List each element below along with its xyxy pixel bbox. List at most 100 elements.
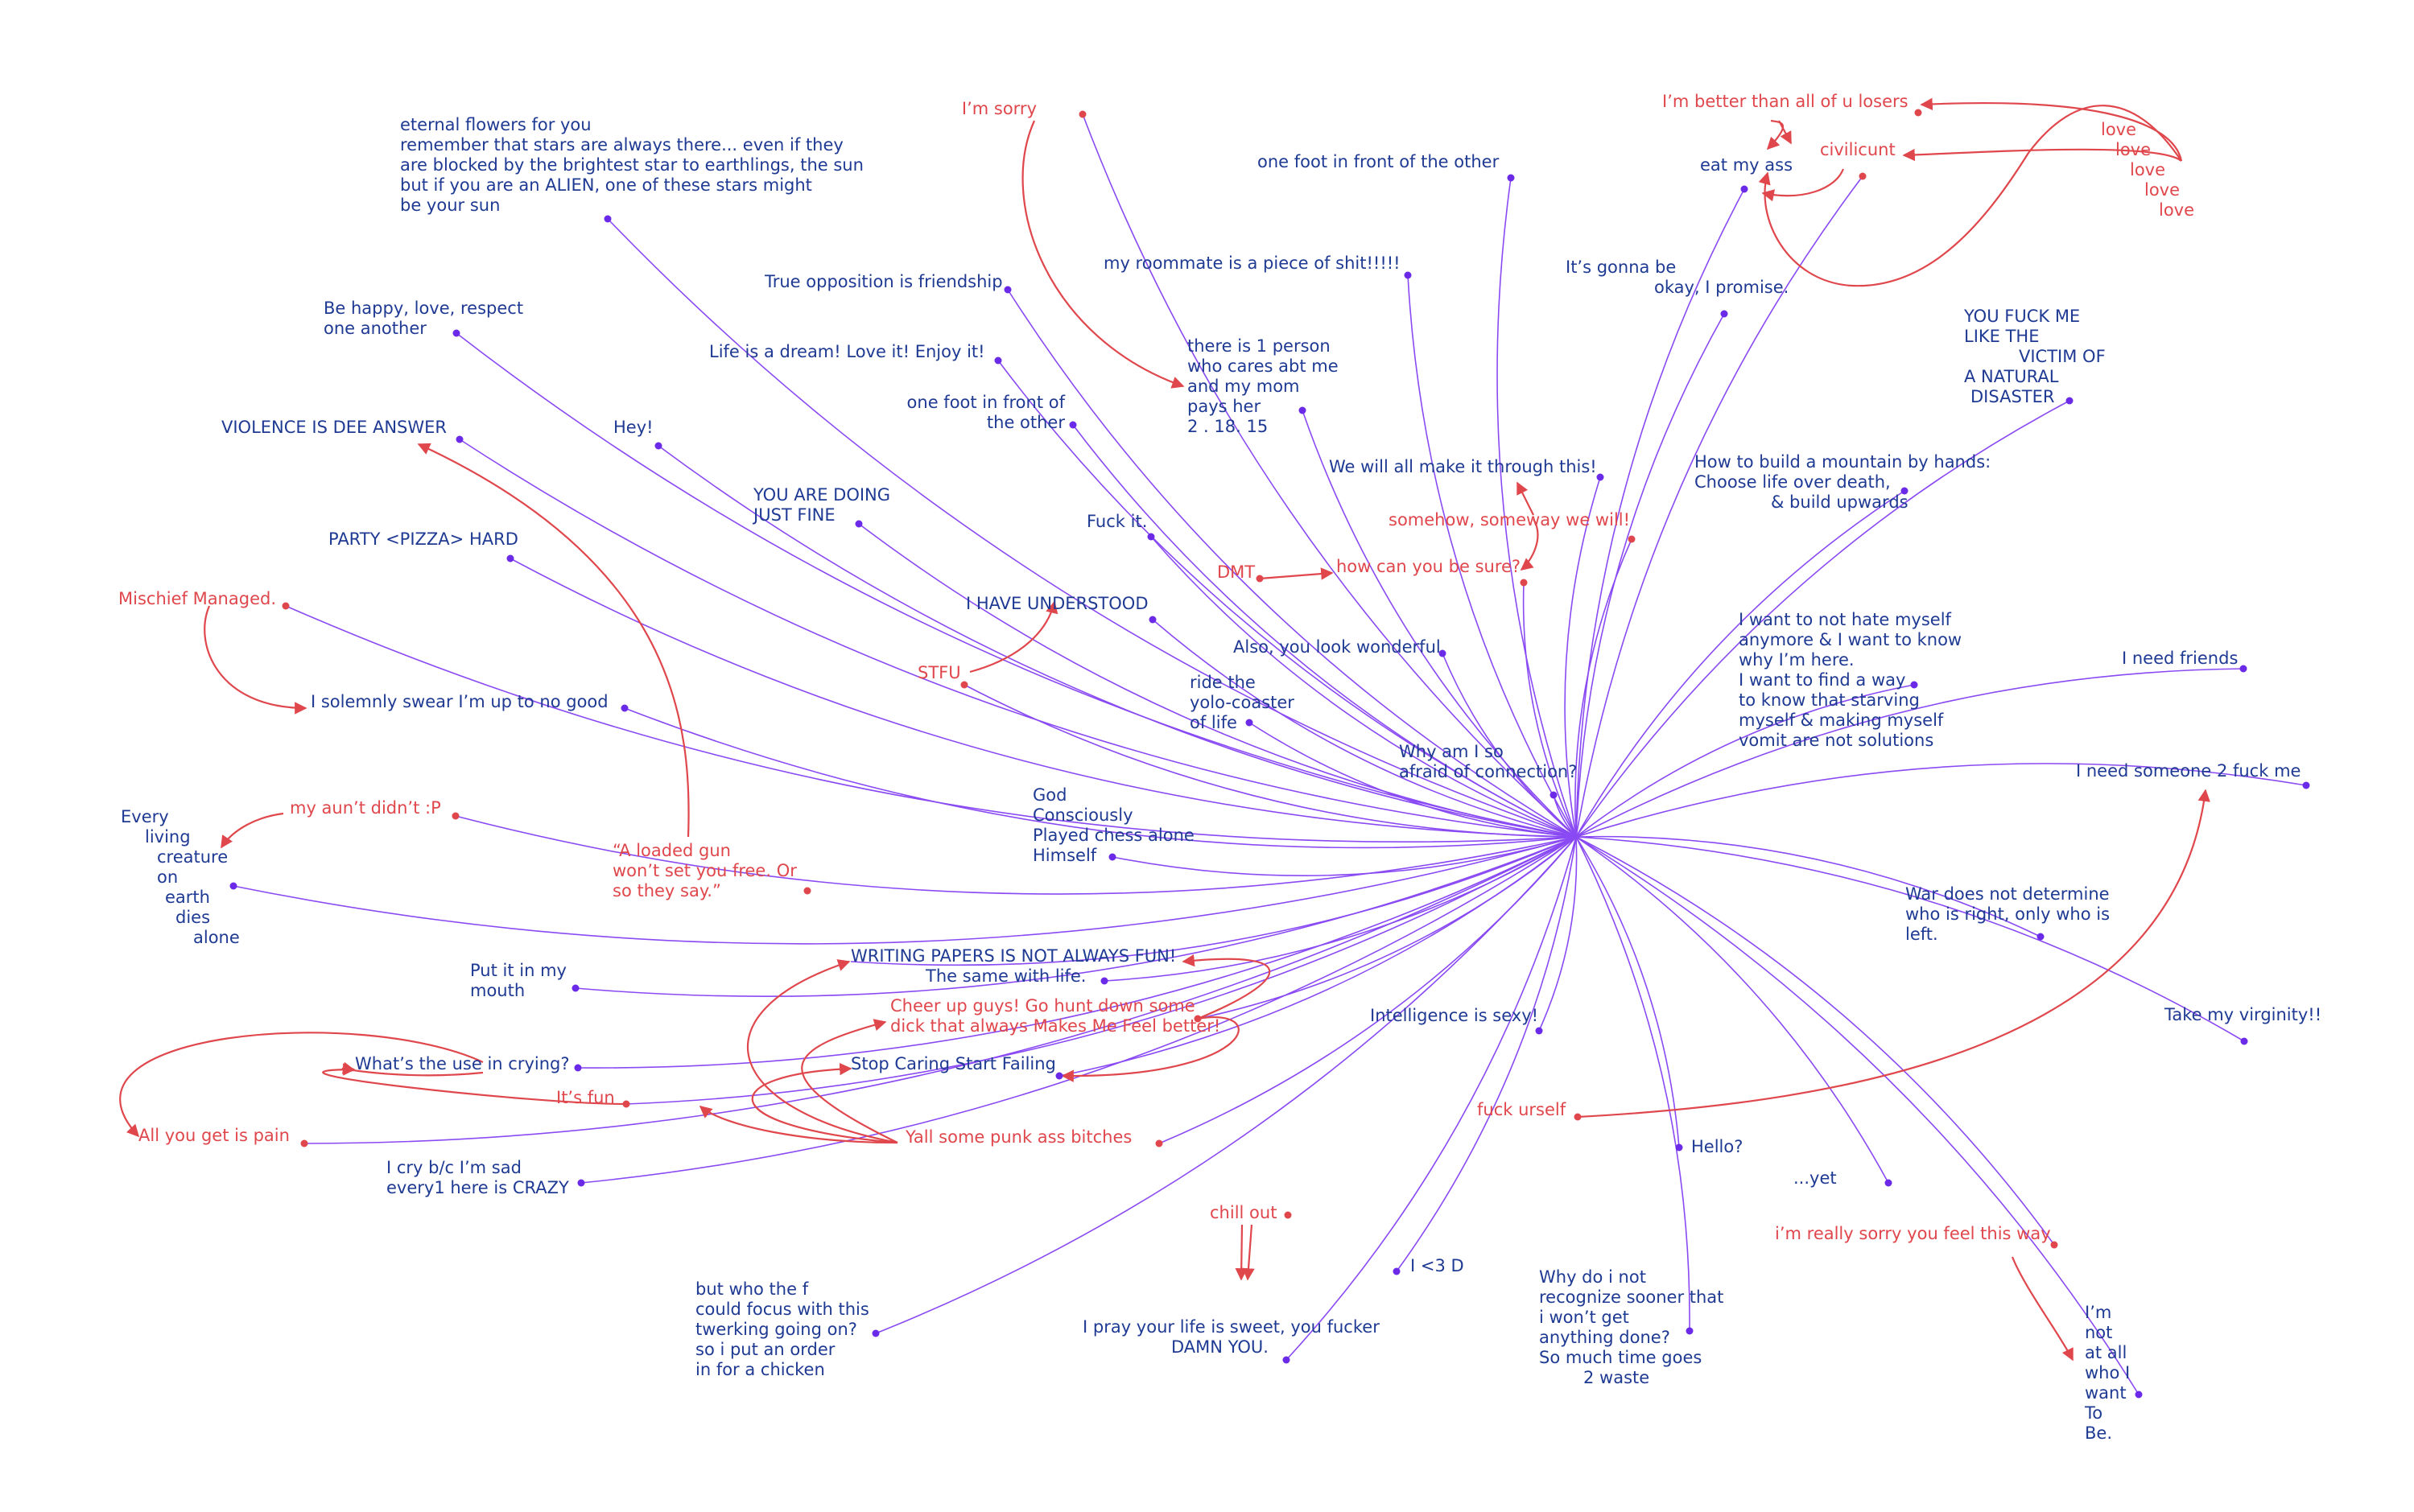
node-line: be your sun <box>400 196 500 215</box>
node-line: the other <box>987 413 1065 432</box>
node-dot-mischief <box>282 602 290 610</box>
node-label-makeit: We will all make it through this! <box>1329 457 1597 476</box>
node-dot-behappy <box>452 329 460 337</box>
node-dot-punkass <box>1155 1139 1163 1147</box>
node-line: mouth <box>470 981 525 1000</box>
edge-twerking <box>875 836 1577 1334</box>
node-label-violence: VIOLENCE IS DEE ANSWER <box>221 418 447 437</box>
node-dot-samewith <box>1100 977 1108 985</box>
node-line: What’s the use in crying? <box>355 1054 570 1073</box>
node-dot-war <box>2036 933 2045 941</box>
node-label-party: PARTY <PIZZA> HARD <box>328 529 518 549</box>
node-dot-hey <box>654 442 662 450</box>
node-label-eatmyass: eat my ass <box>1700 155 1793 175</box>
node-label-itsfun: It’s fun <box>556 1088 615 1107</box>
node-label-reallysorry: i’m really sorry you feel this way <box>1775 1224 2051 1243</box>
node-label-roommate: my roommate is a piece of shit!!!!! <box>1104 253 1401 273</box>
edge-itsfun <box>625 836 1577 1105</box>
edge-behappy <box>456 332 1577 838</box>
node-dot-eternal <box>604 215 612 223</box>
edge-aunt <box>455 815 1577 895</box>
node-dot-lifedream <box>994 356 1002 365</box>
edge-i3d <box>1396 836 1577 1272</box>
red-arrow-19 <box>747 959 898 1144</box>
node-line: I pray your life is sweet, you fucker <box>1083 1317 1380 1337</box>
node-line: Played chess alone <box>1033 826 1195 845</box>
node-line: afraid of connection? <box>1399 762 1577 781</box>
edge-mountain <box>1575 490 1905 838</box>
node-dot-roommate <box>1404 271 1412 279</box>
node-line: anymore & I want to know <box>1739 630 1962 649</box>
node-label-sorry: I’m sorry <box>962 99 1037 118</box>
edge-crying <box>577 836 1577 1069</box>
node-line: Fuck it. <box>1087 512 1147 531</box>
node-line: okay, I promise. <box>1654 278 1789 297</box>
node-line: want <box>2085 1383 2127 1403</box>
node-dot-whodoi <box>1686 1327 1694 1335</box>
edge-creature <box>233 836 1577 945</box>
node-dot-fuckurself <box>1574 1113 1582 1121</box>
node-dot-onefoot2 <box>1069 421 1077 429</box>
node-label-mischief: Mischief Managed. <box>118 589 276 608</box>
node-dot-prayyourlife <box>1282 1356 1290 1364</box>
node-line: who is right, only who is <box>1905 904 2110 924</box>
red-arrow-8 <box>1577 789 2210 1119</box>
edges-layer <box>119 97 2307 1395</box>
node-dot-crysad <box>577 1179 585 1187</box>
edge-besure <box>1522 582 1577 838</box>
node-label-fuckit: Fuck it. <box>1087 512 1147 531</box>
edge-stfu <box>964 684 1577 838</box>
node-dot-youfuckme <box>2065 397 2074 405</box>
node-dot-oneperson <box>1298 406 1306 414</box>
node-line: Hey! <box>613 418 654 437</box>
node-dot-pain <box>300 1139 308 1147</box>
edge-whodoi <box>1575 836 1690 1332</box>
node-label-needsomeone: I need someone 2 fuck me <box>2076 761 2301 781</box>
edge-opposition <box>1007 289 1577 838</box>
node-line: how can you be sure? <box>1336 557 1521 576</box>
node-line: Yall some punk ass bitches <box>905 1127 1132 1147</box>
node-line: love <box>2159 200 2194 220</box>
node-line: recognize sooner that <box>1539 1287 1723 1307</box>
red-arrow-13 <box>1902 148 2182 162</box>
node-label-hey: Hey! <box>613 418 654 437</box>
edge-understood <box>1152 619 1577 838</box>
node-dot-someway <box>1628 535 1636 543</box>
node-line: PARTY <PIZZA> HARD <box>328 529 518 549</box>
edge-roommate <box>1407 274 1577 838</box>
node-label-lifedream: Life is a dream! Love it! Enjoy it! <box>709 342 985 361</box>
node-line: love <box>2115 140 2151 159</box>
node-line: Every <box>121 807 169 826</box>
node-label-dmt: DMT <box>1217 562 1255 582</box>
edge-gonnabe <box>1575 313 1725 838</box>
node-line: yolo-coaster <box>1190 693 1294 712</box>
node-line: love <box>2144 180 2180 200</box>
node-line: I <3 D <box>1410 1256 1464 1275</box>
node-line: left. <box>1905 925 1938 944</box>
red-arrow-5 <box>204 605 307 715</box>
node-dot-gonnabe <box>1720 310 1728 318</box>
node-line: True opposition is friendship <box>764 272 1003 291</box>
node-line: So much time goes <box>1539 1348 1702 1367</box>
edge-stopcaring <box>1058 836 1577 1077</box>
node-dot-dmt <box>1256 575 1264 583</box>
node-dot-loadedgun <box>803 887 811 895</box>
node-line: I need someone 2 fuck me <box>2076 761 2301 781</box>
edge-solemnly <box>624 707 1577 849</box>
node-line: who I <box>2085 1363 2130 1382</box>
node-label-solemnly: I solemnly swear I’m up to no good <box>311 692 609 711</box>
node-line: Life is a dream! Love it! Enjoy it! <box>709 342 985 361</box>
node-line: i won’t get <box>1539 1308 1629 1327</box>
edge-youfuckme <box>1575 400 2070 838</box>
node-dot-civilicunt <box>1859 172 1867 180</box>
node-line: one foot in front of <box>907 393 1066 412</box>
red-arrow-1 <box>1516 481 1534 516</box>
node-dot-stopcaring <box>1055 1072 1063 1080</box>
node-dot-needfriends <box>2239 665 2247 673</box>
